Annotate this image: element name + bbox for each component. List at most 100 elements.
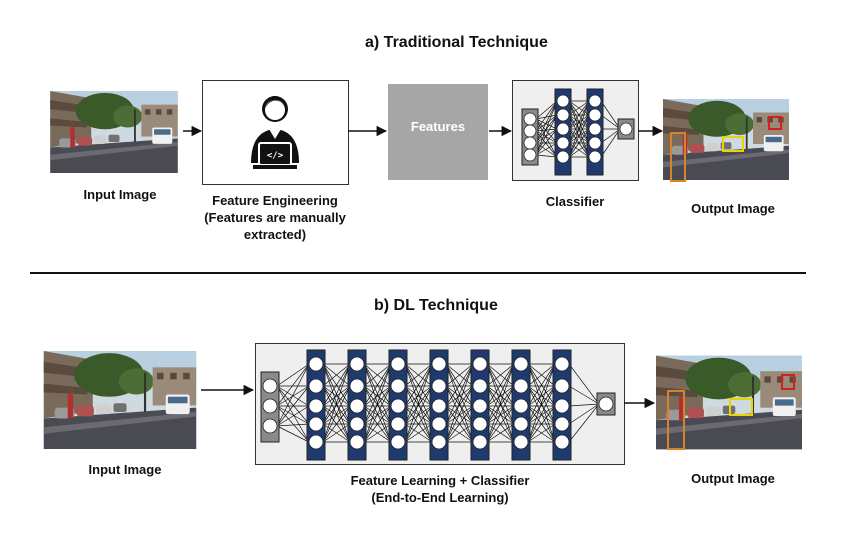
network-edge [486, 385, 515, 425]
input-layer [260, 371, 280, 443]
neuron [556, 150, 570, 164]
network-edge [568, 363, 600, 405]
detection-box-person [667, 390, 685, 450]
neuron [349, 416, 365, 432]
network-edge [276, 405, 310, 443]
neuron [554, 356, 570, 372]
network-edge [363, 363, 392, 425]
neuron [390, 398, 406, 414]
classifier-network [521, 88, 635, 176]
network-edge [535, 128, 558, 156]
network-edge [535, 128, 558, 144]
neuron [349, 434, 365, 450]
network-edge [363, 423, 392, 443]
hidden-layer [586, 88, 604, 176]
network-edge [486, 405, 515, 443]
input-image-a-label: Input Image [83, 187, 157, 202]
network-edge [276, 385, 310, 407]
network-edge [535, 114, 558, 156]
output-image-a [663, 99, 789, 182]
network-edge [535, 100, 558, 132]
network-edge [445, 363, 474, 425]
feature-engineering-box: </> [202, 80, 349, 185]
network-edge [486, 385, 515, 443]
network-edge [404, 405, 433, 443]
hidden-layer [388, 349, 408, 461]
neuron [349, 378, 365, 394]
engineer-icon: </> [251, 96, 299, 169]
network-edge [527, 363, 556, 387]
section-a-title: a) Traditional Technique [365, 34, 548, 51]
network-edge [404, 423, 433, 443]
network-edge [535, 114, 558, 120]
network-edge [600, 128, 621, 144]
network-edge [363, 405, 392, 425]
deep-network [260, 349, 616, 461]
network-edge [600, 128, 621, 158]
network-edge [276, 405, 310, 425]
neuron [523, 148, 537, 162]
hidden-layer [552, 349, 572, 461]
network-edge [445, 363, 474, 443]
network-edges [535, 100, 621, 158]
neuron [554, 398, 570, 414]
neuron [588, 94, 602, 108]
network-edge [404, 385, 433, 425]
network-edges [276, 363, 600, 443]
neuron [472, 378, 488, 394]
classifier-label: Classifier [545, 194, 605, 209]
network-label-line-2: (End-to-End Learning) [371, 490, 509, 505]
network-edge [322, 423, 351, 443]
neuron [431, 416, 447, 432]
neuron [554, 434, 570, 450]
neuron [513, 416, 529, 432]
network-edge [486, 363, 515, 425]
network-edge [363, 405, 392, 443]
network-edge [445, 385, 474, 443]
network-edge [568, 403, 600, 443]
network-edge [527, 385, 556, 407]
network-edge [535, 118, 558, 130]
network-edge [568, 128, 590, 158]
network-edge [363, 385, 392, 407]
network-edge [445, 385, 474, 425]
neuron [390, 416, 406, 432]
neuron [262, 378, 278, 394]
output-image-a-label: Output Image [691, 201, 775, 216]
neuron [431, 434, 447, 450]
network-edge [445, 405, 474, 425]
neuron [588, 136, 602, 150]
network-edge [527, 405, 556, 425]
neuron [308, 434, 324, 450]
network-edge [535, 142, 558, 156]
network-edge [527, 385, 556, 425]
network-edge [527, 405, 556, 443]
network-edge [568, 403, 600, 407]
output-layer [596, 392, 616, 416]
network-edge [276, 363, 310, 427]
network-edge [363, 363, 392, 387]
network-edge [568, 100, 590, 130]
neuron [554, 416, 570, 432]
network-edge [568, 100, 590, 158]
neuron [431, 378, 447, 394]
network-edge [276, 423, 310, 427]
feature-engineering-line-3: extracted) [243, 227, 307, 242]
network-edge [486, 363, 515, 407]
network-edge [527, 363, 556, 407]
network-edge [568, 385, 600, 405]
detection-box-car [729, 398, 753, 416]
neuron [513, 356, 529, 372]
neuron [472, 356, 488, 372]
network-edge [276, 385, 310, 443]
network-edge [445, 385, 474, 407]
network-edge [276, 385, 310, 427]
network-box [255, 343, 625, 465]
network-edge [404, 385, 433, 407]
network-edge [527, 363, 556, 425]
neuron [262, 398, 278, 414]
neuron [513, 434, 529, 450]
network-edge [322, 385, 351, 407]
features-box: Features [388, 84, 488, 180]
network-edge [276, 385, 310, 425]
